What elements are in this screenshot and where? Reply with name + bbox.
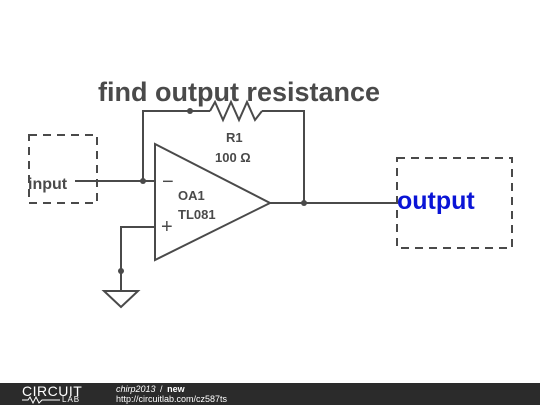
circuitlab-logo[interactable]: CIRCUIT LAB bbox=[22, 384, 94, 404]
footer-meta: chirp2013 / new http://circuitlab.com/cz… bbox=[116, 384, 227, 404]
output-port-label: output bbox=[397, 187, 475, 215]
opamp-plus-sign: + bbox=[161, 216, 173, 238]
logo-text-top: CIRCUIT bbox=[22, 383, 83, 399]
logo-text-bottom: LAB bbox=[62, 395, 81, 404]
feedback-wire-right bbox=[262, 110, 305, 203]
opamp-minus-sign: − bbox=[162, 171, 174, 193]
author-link[interactable]: chirp2013 bbox=[116, 384, 156, 394]
opamp-oa1 bbox=[154, 142, 273, 262]
ground-wire bbox=[120, 226, 155, 291]
ground-icon bbox=[101, 290, 141, 309]
junction-node bbox=[118, 268, 124, 274]
footer-bar: CIRCUIT LAB chirp2013 / new http://circu… bbox=[0, 383, 540, 405]
project-url[interactable]: http://circuitlab.com/cz587ts bbox=[116, 394, 228, 404]
schematic-canvas: find output resistance input output R1 1… bbox=[28, 77, 513, 309]
opamp-part: TL081 bbox=[178, 207, 216, 222]
junction-node bbox=[187, 108, 193, 114]
junction-node bbox=[140, 178, 146, 184]
logo-wave-icon bbox=[22, 396, 60, 404]
feedback-wire-left bbox=[142, 110, 210, 181]
input-port-label: input bbox=[28, 176, 68, 193]
resistor-r1 bbox=[209, 99, 263, 123]
diagram-title: find output resistance bbox=[98, 77, 380, 107]
resistor-name: R1 bbox=[226, 130, 243, 145]
path-separator: / bbox=[160, 384, 163, 394]
junction-node bbox=[301, 200, 307, 206]
input-port-box bbox=[28, 134, 98, 204]
project-name[interactable]: new bbox=[167, 384, 185, 394]
opamp-name: OA1 bbox=[178, 188, 205, 203]
resistor-value: 100 Ω bbox=[215, 150, 251, 165]
